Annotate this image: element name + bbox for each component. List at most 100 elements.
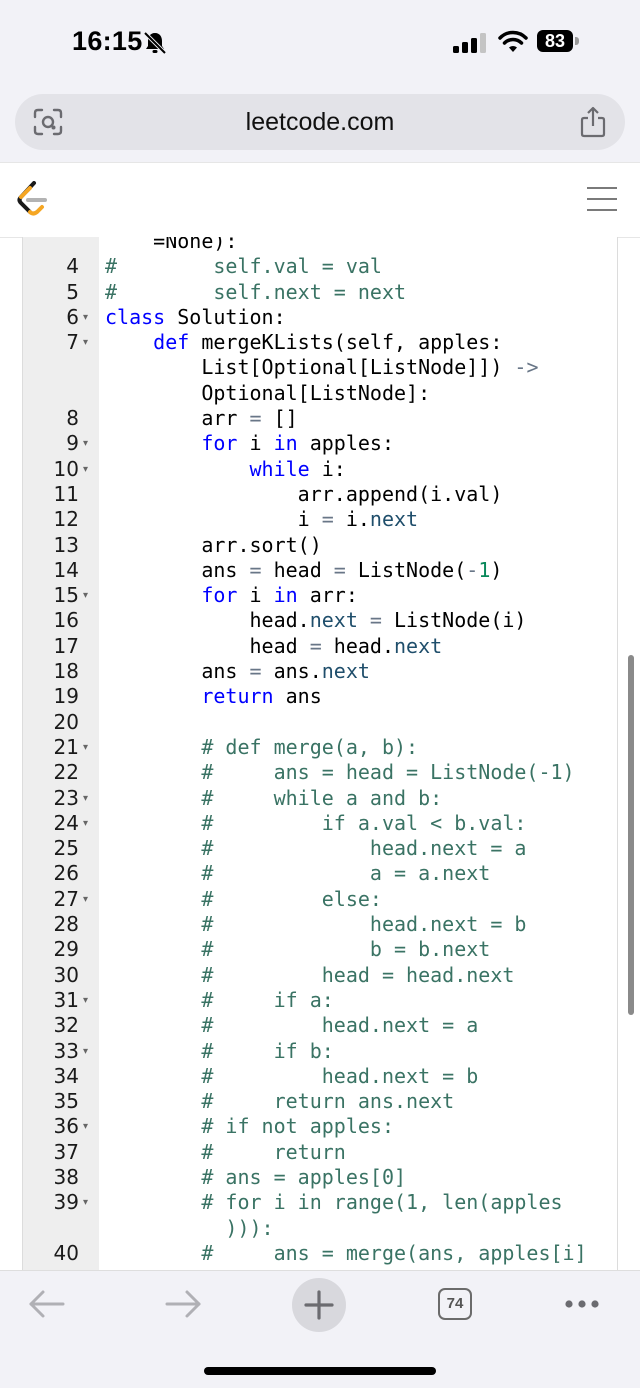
code-line[interactable]: Optional[ListNode]:	[23, 381, 617, 406]
code-text: return ans	[105, 684, 322, 709]
code-token: class	[105, 305, 165, 329]
code-line[interactable]: 34 # head.next = b	[23, 1064, 617, 1089]
code-line[interactable]: 21▾ # def merge(a, b):	[23, 735, 617, 760]
code-line[interactable]: 7▾ def mergeKLists(self, apples:	[23, 330, 617, 355]
code-token	[105, 1165, 201, 1189]
line-number: 16	[23, 608, 79, 633]
fold-toggle-icon[interactable]: ▾	[83, 786, 88, 811]
code-line[interactable]: 32 # head.next = a	[23, 1013, 617, 1038]
code-line[interactable]: 40 # ans = merge(ans, apples[i]	[23, 1241, 617, 1266]
code-token: =	[250, 558, 262, 582]
fold-toggle-icon[interactable]: ▾	[83, 735, 88, 760]
fold-toggle-icon[interactable]: ▾	[83, 1190, 88, 1215]
code-text: for i in arr:	[105, 583, 358, 608]
code-line[interactable]: 6▾class Solution:	[23, 305, 617, 330]
line-number: 28	[23, 912, 79, 937]
tab-switcher-button[interactable]: 74	[438, 1288, 472, 1320]
url-text[interactable]: leetcode.com	[15, 108, 625, 137]
code-token: =	[250, 406, 262, 430]
code-line[interactable]: 11 arr.append(i.val)	[23, 482, 617, 507]
fold-toggle-icon[interactable]: ▾	[83, 1114, 88, 1139]
code-line[interactable]: 30 # head = head.next	[23, 963, 617, 988]
code-line[interactable]: 10▾ while i:	[23, 457, 617, 482]
browser-toolbar: 74	[0, 1270, 640, 1388]
code-line[interactable]: 36▾ # if not apples:	[23, 1114, 617, 1139]
code-token: ans	[105, 659, 250, 683]
code-token	[105, 457, 250, 481]
code-token: []	[262, 406, 298, 430]
code-token: apples:	[298, 431, 394, 455]
code-line[interactable]: 12 i = i.next	[23, 507, 617, 532]
code-token	[105, 1216, 225, 1240]
fold-toggle-icon[interactable]: ▾	[83, 330, 88, 355]
code-line[interactable]: 9▾ for i in apples:	[23, 431, 617, 456]
new-tab-button[interactable]	[292, 1278, 346, 1332]
fold-toggle-icon[interactable]: ▾	[83, 811, 88, 836]
code-line[interactable]: 28 # head.next = b	[23, 912, 617, 937]
line-number: 22	[23, 760, 79, 785]
code-line[interactable]: 31▾ # if a:	[23, 988, 617, 1013]
code-line[interactable]: 26 # a = a.next	[23, 861, 617, 886]
hamburger-menu-icon[interactable]	[586, 185, 618, 213]
code-line[interactable]: 23▾ # while a and b:	[23, 786, 617, 811]
code-line[interactable]: 33▾ # if b:	[23, 1039, 617, 1064]
code-line[interactable]: 17 head = head.next	[23, 634, 617, 659]
code-line[interactable]: =None):	[23, 237, 617, 254]
forward-arrow-icon[interactable]	[164, 1289, 202, 1319]
code-line[interactable]: 4# self.val = val	[23, 254, 617, 279]
code-line[interactable]: 39▾ # for i in range(1, len(apples	[23, 1190, 617, 1215]
fold-toggle-icon[interactable]: ▾	[83, 431, 88, 456]
code-text: # a = a.next	[105, 861, 490, 886]
back-arrow-icon[interactable]	[28, 1289, 66, 1319]
line-number: 9	[23, 431, 79, 456]
code-line[interactable]: 27▾ # else:	[23, 887, 617, 912]
line-number: 12	[23, 507, 79, 532]
code-line[interactable]: 5# self.next = next	[23, 280, 617, 305]
code-token: # head.next = a	[201, 836, 526, 860]
code-text: arr.sort()	[105, 533, 322, 558]
code-token: ans	[274, 684, 322, 708]
fold-toggle-icon[interactable]: ▾	[83, 583, 88, 608]
code-line[interactable]: 22 # ans = head = ListNode(-1)	[23, 760, 617, 785]
code-text: List[Optional[ListNode]]) ->	[105, 355, 539, 380]
site-header	[0, 162, 640, 238]
code-token: for	[201, 583, 237, 607]
code-line[interactable]: 18 ans = ans.next	[23, 659, 617, 684]
code-token	[105, 937, 201, 961]
code-token: # ans = apples[0]	[201, 1165, 406, 1189]
code-text: # ans = head = ListNode(-1)	[105, 760, 575, 785]
code-line[interactable]: ))):	[23, 1216, 617, 1241]
scrollbar-thumb[interactable]	[628, 655, 634, 1015]
code-editor[interactable]: =None):4# self.val = val5# self.next = n…	[22, 237, 618, 1270]
code-line[interactable]: List[Optional[ListNode]]) ->	[23, 355, 617, 380]
line-number: 35	[23, 1089, 79, 1114]
fold-toggle-icon[interactable]: ▾	[83, 305, 88, 330]
fold-toggle-icon[interactable]: ▾	[83, 1039, 88, 1064]
leetcode-logo-icon[interactable]	[16, 181, 48, 219]
code-line[interactable]: 15▾ for i in arr:	[23, 583, 617, 608]
address-bar[interactable]: leetcode.com	[15, 94, 625, 150]
code-line[interactable]: 16 head.next = ListNode(i)	[23, 608, 617, 633]
more-options-icon[interactable]	[564, 1299, 600, 1309]
code-line[interactable]: 38 # ans = apples[0]	[23, 1165, 617, 1190]
fold-toggle-icon[interactable]: ▾	[83, 887, 88, 912]
code-line[interactable]: 13 arr.sort()	[23, 533, 617, 558]
code-line[interactable]: 25 # head.next = a	[23, 836, 617, 861]
code-line[interactable]: 14 ans = head = ListNode(-1)	[23, 558, 617, 583]
code-line[interactable]: 20	[23, 710, 617, 735]
code-line[interactable]: 24▾ # if a.val < b.val:	[23, 811, 617, 836]
code-text: i = i.next	[105, 507, 418, 532]
code-text: arr = []	[105, 406, 298, 431]
code-token	[105, 887, 201, 911]
code-line[interactable]: 29 # b = b.next	[23, 937, 617, 962]
line-number: 14	[23, 558, 79, 583]
fold-toggle-icon[interactable]: ▾	[83, 457, 88, 482]
code-line[interactable]: 35 # return ans.next	[23, 1089, 617, 1114]
code-line[interactable]: 19 return ans	[23, 684, 617, 709]
code-token: # return	[201, 1140, 346, 1164]
code-line[interactable]: 37 # return	[23, 1140, 617, 1165]
code-line[interactable]: 8 arr = []	[23, 406, 617, 431]
fold-toggle-icon[interactable]: ▾	[83, 988, 88, 1013]
line-number: 38	[23, 1165, 79, 1190]
share-icon[interactable]	[579, 106, 607, 138]
